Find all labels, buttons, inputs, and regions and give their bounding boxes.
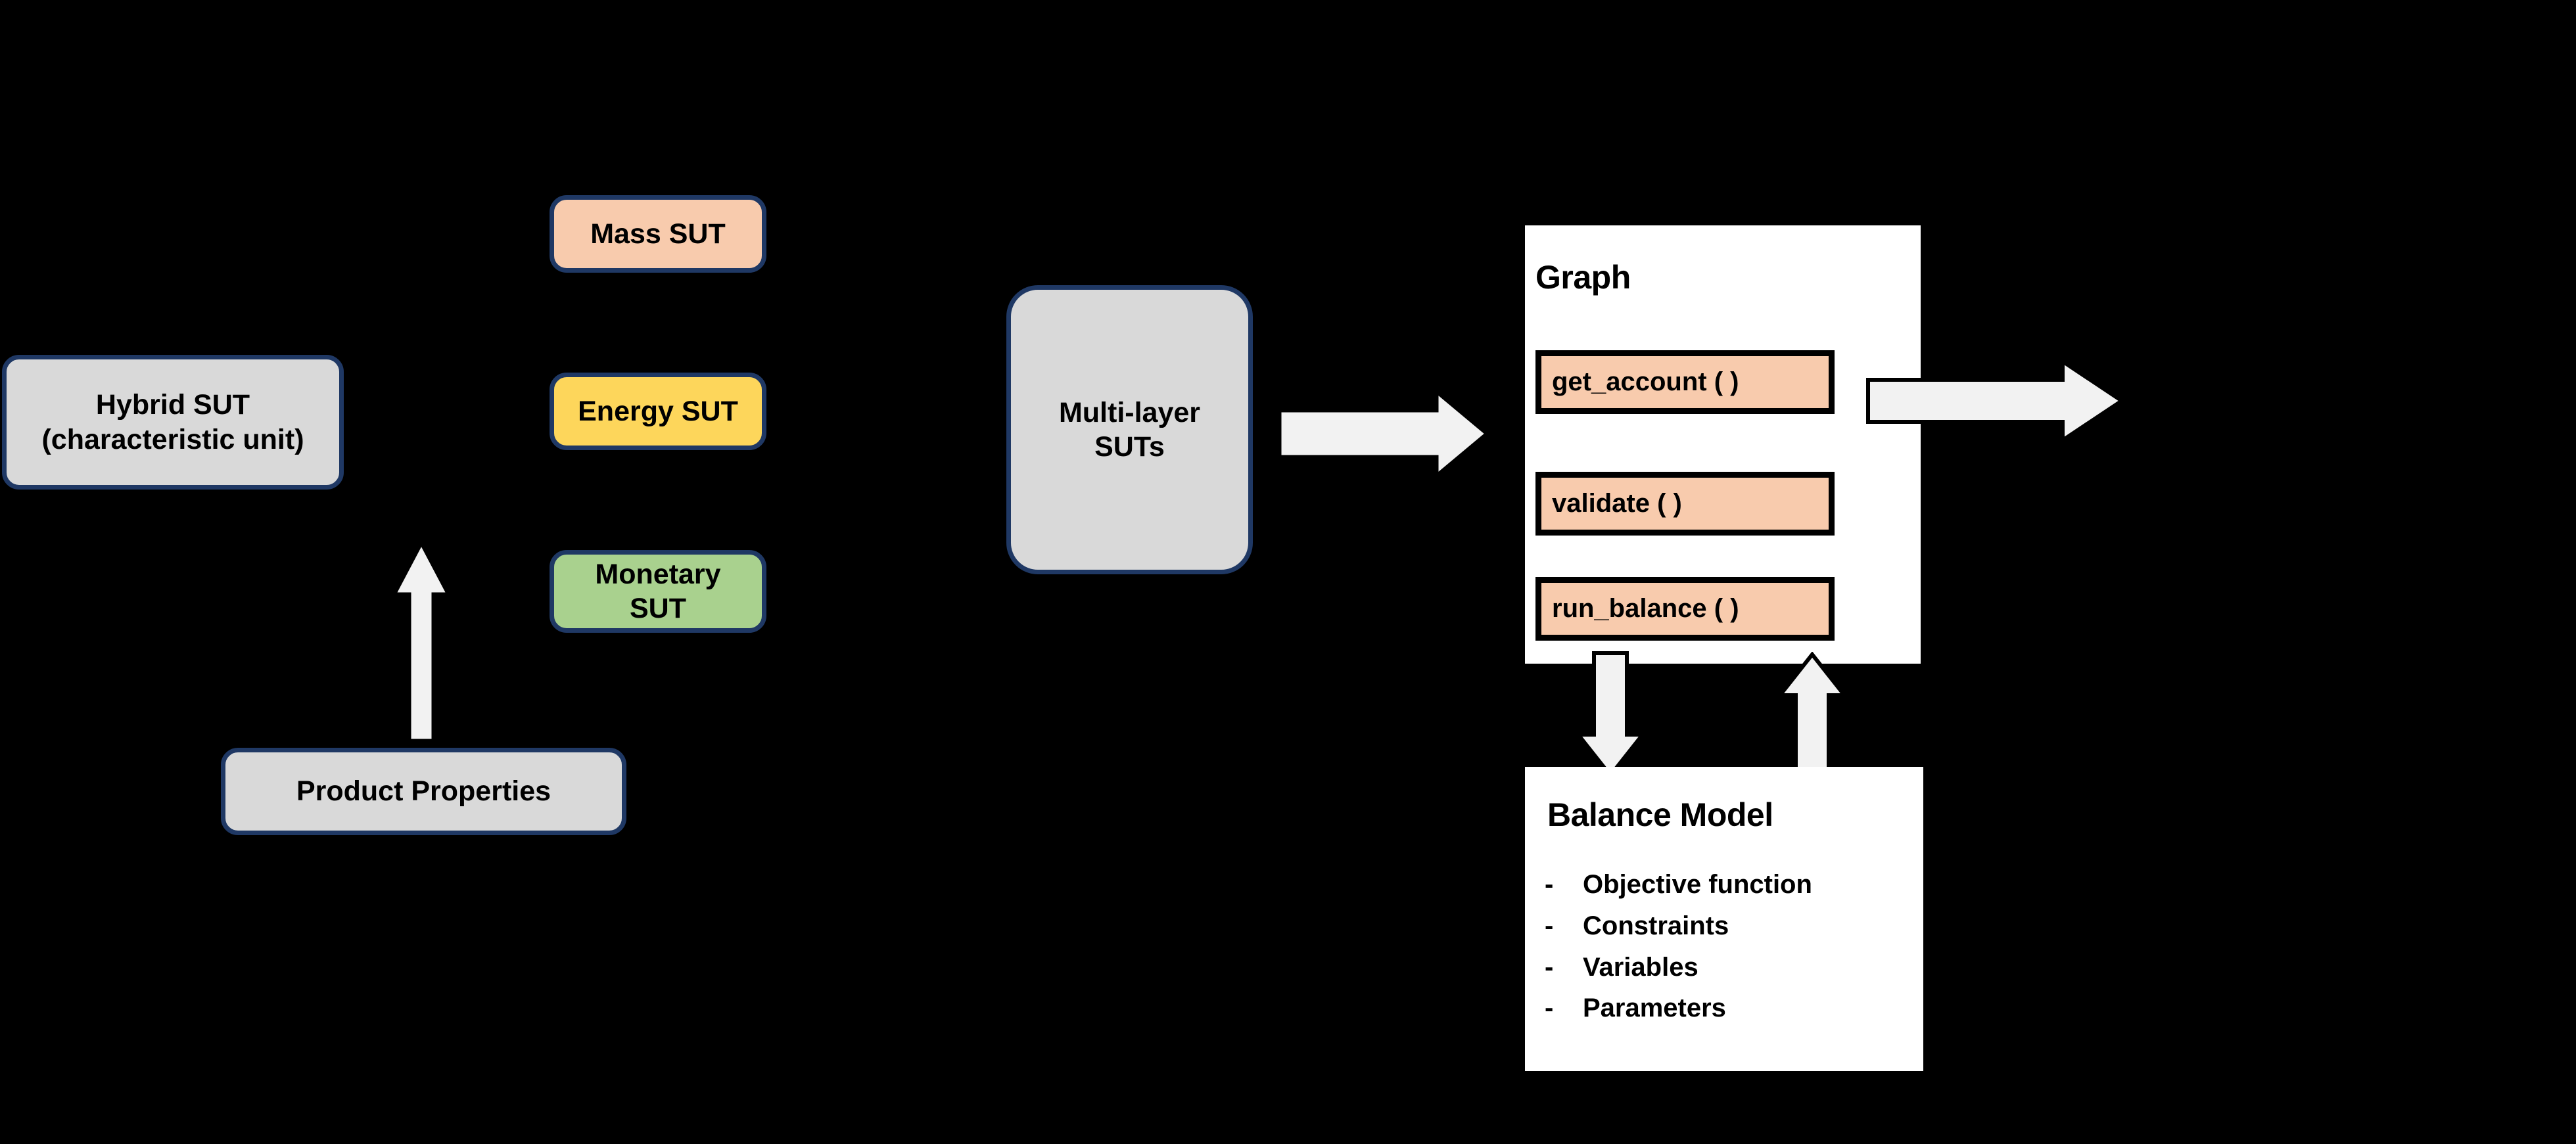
- list-item-label: Constraints: [1583, 911, 1729, 940]
- node-product-properties-label: Product Properties: [296, 775, 551, 808]
- arrow-graph-to-balance-model-icon: [1574, 651, 1647, 779]
- graph-panel-title: Graph: [1535, 259, 1631, 296]
- balance-model-panel: Balance Model - Objective function - Con…: [1525, 767, 1923, 1071]
- function-box-run-balance[interactable]: run_balance ( ): [1535, 577, 1835, 641]
- node-mass-sut[interactable]: Mass SUT: [550, 195, 766, 273]
- bullet-dash: -: [1545, 870, 1554, 899]
- node-multilayer-suts[interactable]: Multi-layer SUTs: [1006, 285, 1253, 574]
- arrow-balance-model-to-graph-icon: [1776, 652, 1848, 779]
- node-hybrid-sut-line2: (characteristic unit): [41, 423, 304, 455]
- node-monetary-sut[interactable]: Monetary SUT: [550, 550, 766, 633]
- list-item-label: Objective function: [1583, 870, 1812, 899]
- balance-model-item-list: - Objective function - Constraints - Var…: [1545, 869, 1900, 1034]
- function-box-validate[interactable]: validate ( ): [1535, 472, 1835, 536]
- node-hybrid-sut[interactable]: Hybrid SUT (characteristic unit): [2, 355, 344, 490]
- list-item: - Variables: [1545, 951, 1900, 984]
- bullet-dash: -: [1545, 911, 1554, 940]
- list-item: - Objective function: [1545, 869, 1900, 901]
- list-item: - Constraints: [1545, 910, 1900, 942]
- function-box-get-account[interactable]: get_account ( ): [1535, 350, 1835, 414]
- node-multilayer-suts-line2: SUTs: [1094, 431, 1165, 463]
- bullet-dash: -: [1545, 994, 1554, 1023]
- arrow-graph-to-output-icon: [1865, 348, 2128, 453]
- node-hybrid-sut-line1: Hybrid SUT: [95, 389, 250, 421]
- function-box-get-account-label: get_account ( ): [1552, 367, 1739, 396]
- node-energy-sut[interactable]: Energy SUT: [550, 373, 766, 450]
- function-box-validate-label: validate ( ): [1552, 489, 1682, 518]
- function-box-run-balance-label: run_balance ( ): [1552, 594, 1739, 623]
- node-monetary-sut-line2: SUT: [630, 593, 686, 624]
- node-product-properties[interactable]: Product Properties: [221, 748, 626, 835]
- arrow-product-properties-to-suts-icon: [393, 542, 450, 743]
- arrow-multilayer-suts-to-graph-icon: [1278, 391, 1488, 476]
- node-energy-sut-label: Energy SUT: [578, 395, 738, 427]
- graph-panel: Graph get_account ( ) validate ( ) run_b…: [1525, 225, 1921, 664]
- balance-model-panel-title: Balance Model: [1547, 796, 1773, 833]
- node-mass-sut-label: Mass SUT: [590, 217, 726, 250]
- bullet-dash: -: [1545, 952, 1554, 982]
- list-item: - Parameters: [1545, 992, 1900, 1024]
- list-item-label: Parameters: [1583, 994, 1726, 1023]
- node-multilayer-suts-line1: Multi-layer: [1058, 396, 1201, 428]
- node-monetary-sut-line1: Monetary: [595, 558, 721, 590]
- list-item-label: Variables: [1583, 952, 1698, 982]
